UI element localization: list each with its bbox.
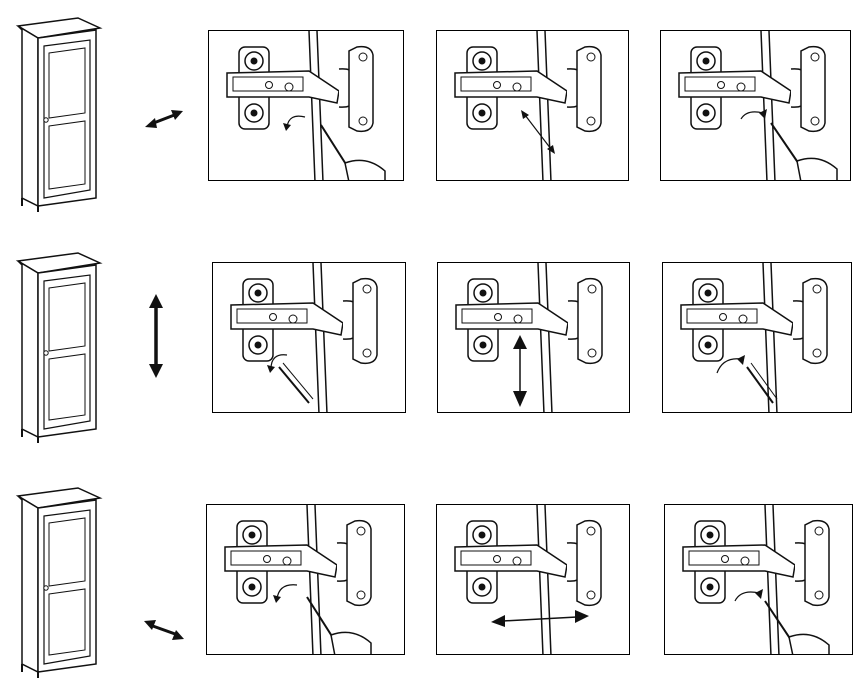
hinge-panel [212,262,406,413]
hinge-panel [662,262,852,413]
cabinet-illustration [15,487,103,678]
hinge-panel [664,504,853,655]
hinge-panel [436,504,630,655]
cabinet-illustration [15,252,103,443]
hinge-panel [436,30,629,181]
diagonal-double-arrow-icon [145,110,183,128]
hinge-panel [206,504,405,655]
cabinet-illustration [15,17,103,212]
hinge-panel [437,262,630,413]
hinge-panel [208,30,404,181]
vertical-double-arrow-icon [149,294,163,378]
diagonal-double-arrow-icon [144,620,184,640]
hinge-panel [660,30,851,181]
